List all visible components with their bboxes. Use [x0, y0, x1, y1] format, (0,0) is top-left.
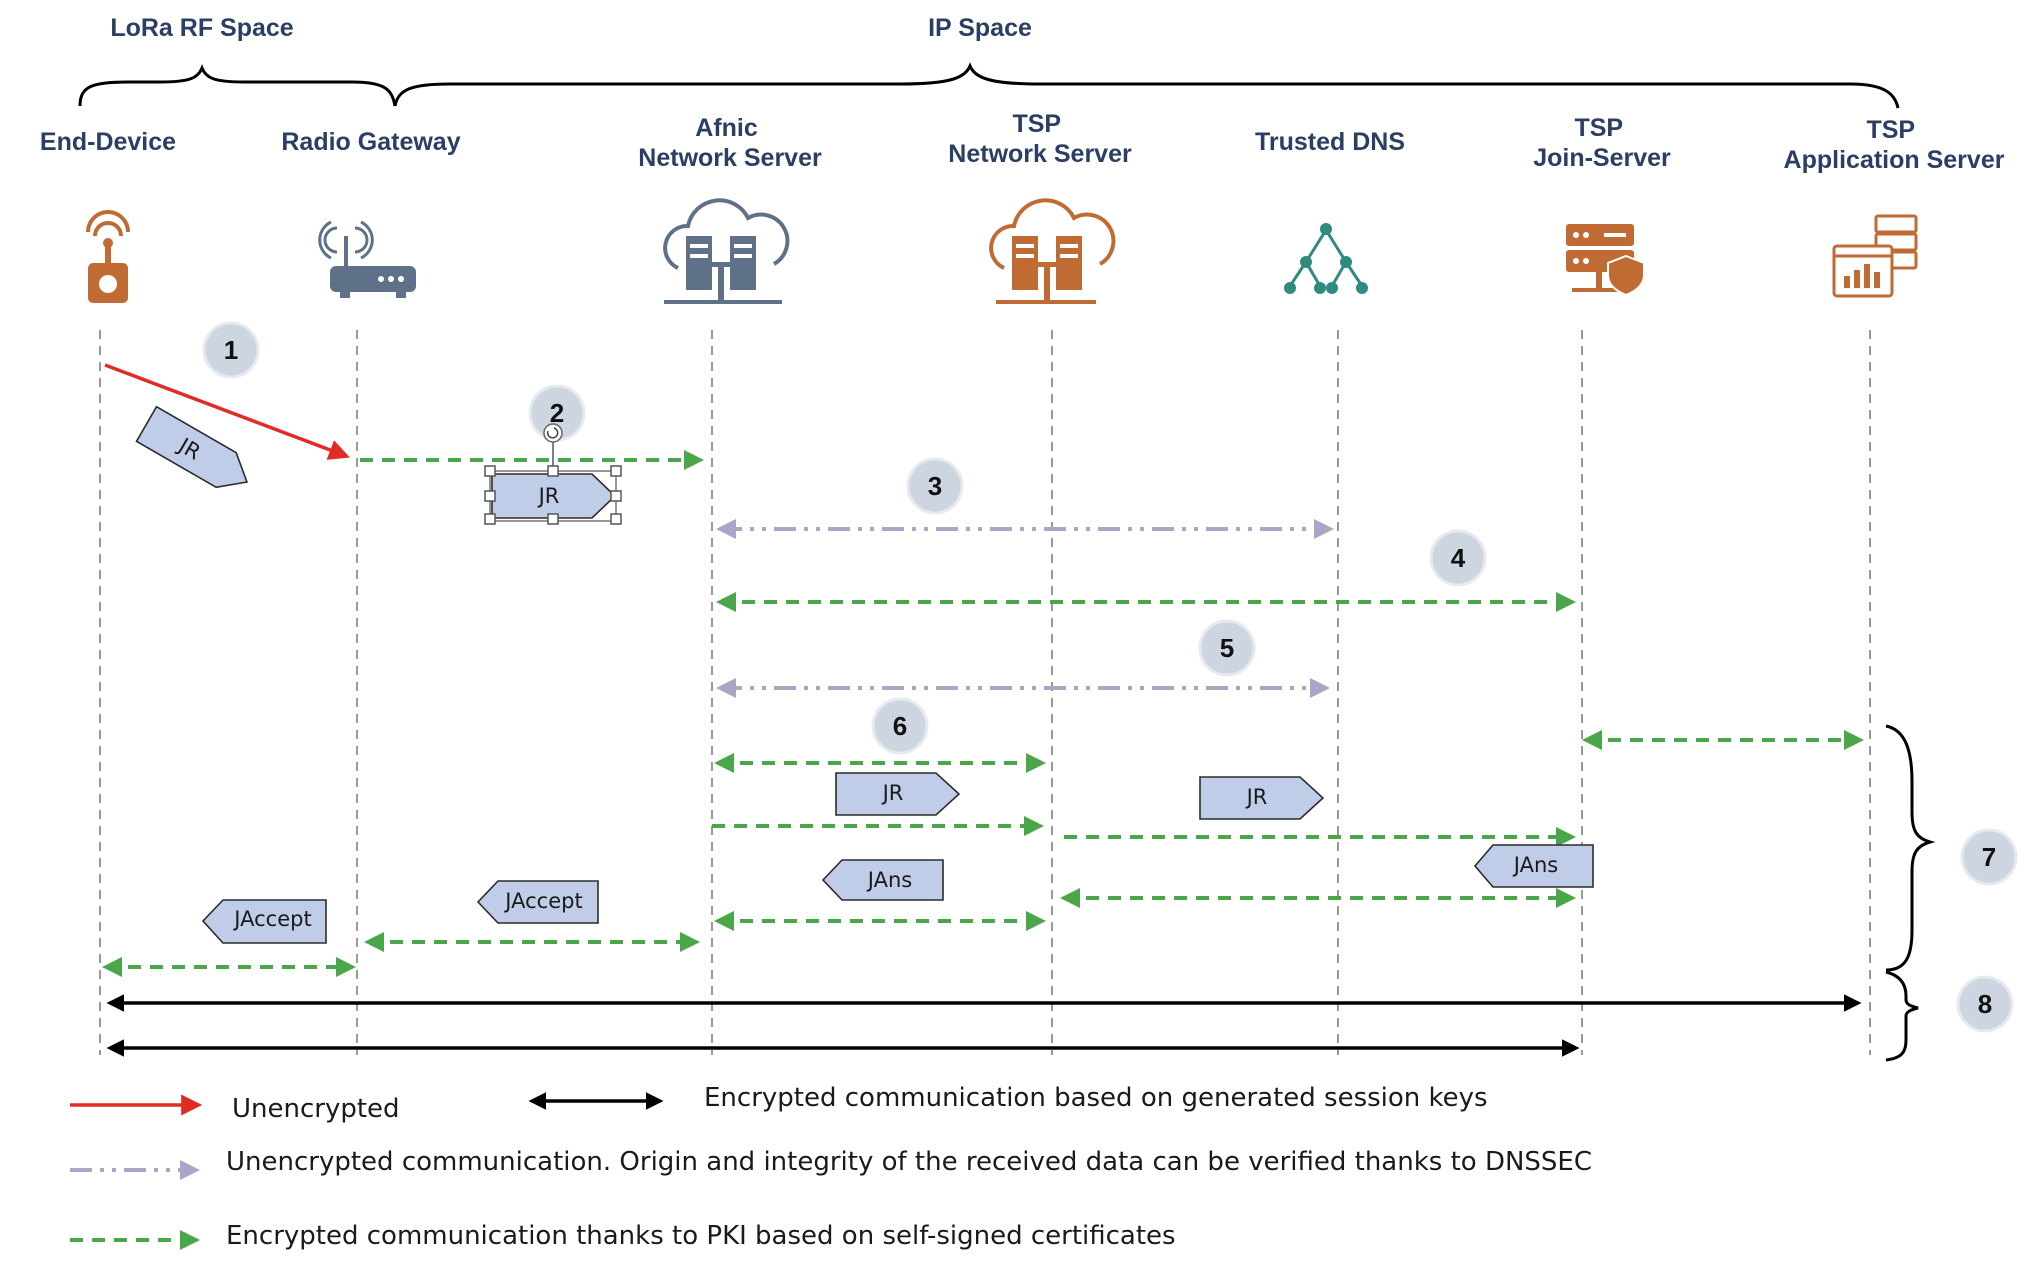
trusted-dns-label: Trusted DNS	[1255, 128, 1405, 156]
ip-space-label: IP Space	[928, 14, 1032, 42]
svg-text:JAns: JAns	[1512, 853, 1558, 877]
radio-gateway-label: Radio Gateway	[281, 128, 460, 156]
rotate-handle-icon[interactable]	[543, 423, 563, 443]
ip-space-brace	[393, 62, 1900, 109]
end-device-icon	[86, 210, 130, 303]
cloud-server-icon	[989, 198, 1116, 304]
rf-space-label: LoRa RF Space	[110, 14, 293, 42]
step-8-badge: 8	[1956, 975, 2014, 1033]
unencrypted-uplink-arrow	[104, 363, 350, 460]
svg-text:5: 5	[1220, 633, 1234, 663]
jaccept-message-tag: JAccept	[476, 880, 599, 924]
step-2-badge: 2	[528, 384, 586, 442]
tsp-join-server-label: TSP Join-Server	[1533, 114, 1671, 172]
svg-text:3: 3	[928, 471, 942, 501]
jans-message-tag: JAns	[821, 859, 944, 901]
svg-text:JR: JR	[537, 484, 560, 508]
svg-text:7: 7	[1982, 842, 1996, 872]
svg-text:JAns: JAns	[866, 868, 912, 892]
step-7-badge: 7	[1960, 828, 2018, 886]
legend-dnssec-label: Unencrypted communication. Origin and in…	[226, 1147, 1592, 1177]
afnic-network-server-label: Afnic Network Server	[638, 114, 822, 172]
jr-message-tag: JR	[835, 772, 961, 816]
jaccept-message-tag: JAccept	[201, 899, 327, 944]
tsp-network-server-label: TSP Network Server	[948, 110, 1132, 168]
secure-server-icon	[1566, 224, 1645, 297]
jans-message-tag: JAns	[1473, 844, 1594, 888]
jr-message-tag: JR	[1199, 776, 1325, 820]
svg-text:JR: JR	[1245, 785, 1268, 809]
legend-unencrypted-label: Unencrypted	[232, 1094, 400, 1124]
svg-text:4: 4	[1451, 543, 1466, 573]
step-4-badge: 4	[1429, 529, 1487, 587]
svg-text:6: 6	[893, 711, 907, 741]
svg-text:2: 2	[550, 398, 564, 428]
svg-text:8: 8	[1978, 989, 1992, 1019]
cloud-server-icon	[663, 198, 790, 304]
application-server-icon	[1832, 214, 1918, 298]
tsp-application-server-label: TSP Application Server	[1784, 116, 2005, 174]
rf-space-brace	[78, 63, 397, 107]
svg-text:JR: JR	[881, 781, 904, 805]
dns-tree-icon	[1284, 223, 1368, 294]
end-device-label: End-Device	[40, 128, 176, 156]
svg-text:JAccept: JAccept	[503, 889, 582, 913]
legend-session-label: Encrypted communication based on generat…	[704, 1083, 1488, 1113]
legend-pki-label: Encrypted communication thanks to PKI ba…	[226, 1221, 1176, 1251]
step-1-badge: 1	[202, 321, 260, 379]
legend: Unencrypted Encrypted communication base…	[70, 1083, 1592, 1251]
step-3-badge: 3	[906, 457, 964, 515]
jr-message-tag-selected[interactable]: JR	[484, 442, 622, 525]
step-7-brace	[1885, 724, 1936, 972]
radio-gateway-icon	[318, 220, 416, 298]
jr-message-tag: JR	[135, 405, 249, 489]
step-5-badge: 5	[1198, 619, 1256, 677]
step-8-brace	[1885, 970, 1919, 1062]
svg-text:1: 1	[224, 335, 238, 365]
step-6-badge: 6	[871, 697, 929, 755]
svg-text:JAccept: JAccept	[232, 907, 311, 931]
